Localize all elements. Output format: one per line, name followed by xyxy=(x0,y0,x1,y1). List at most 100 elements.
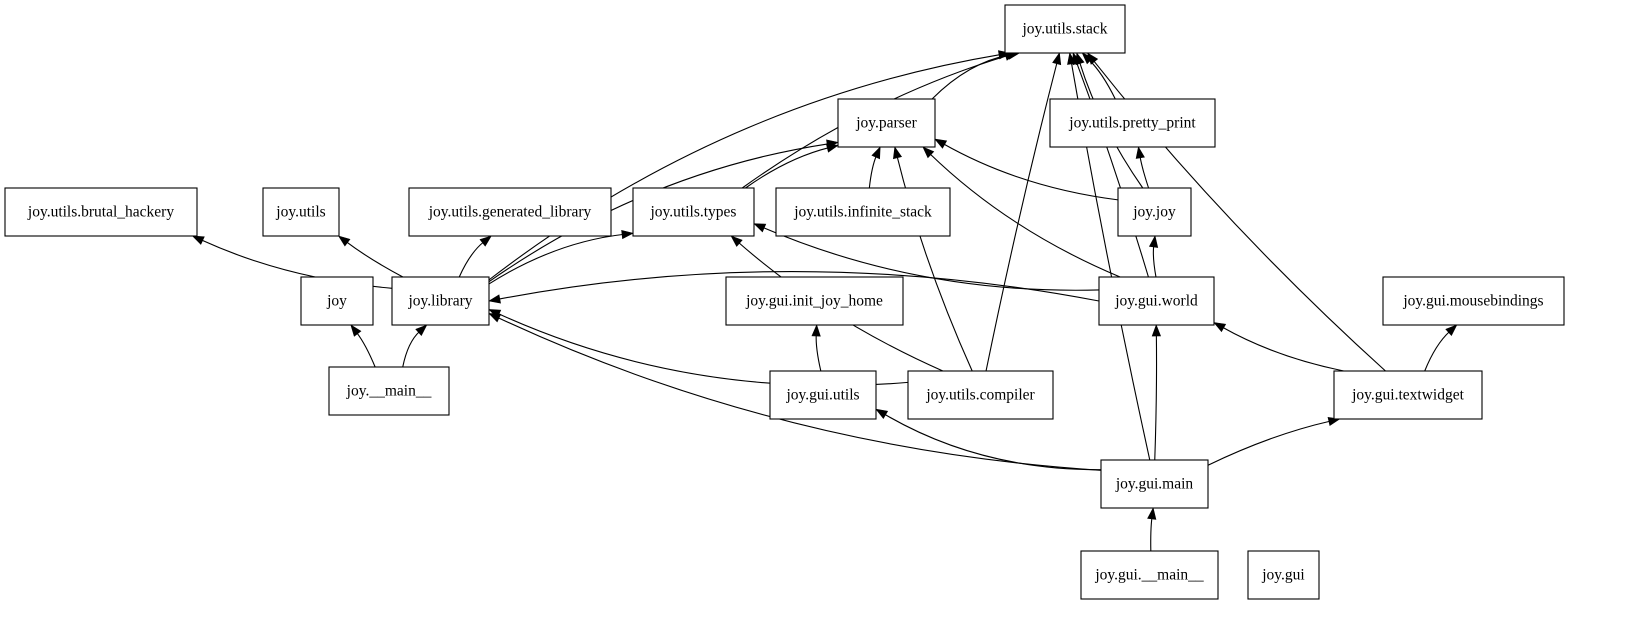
node-box-gui_world[interactable] xyxy=(1098,276,1215,326)
node-label-utils_pretty_print: joy.utils.pretty_print xyxy=(1068,115,1196,132)
edge-arrowhead xyxy=(488,313,502,323)
node-box-main_mod[interactable] xyxy=(328,366,450,416)
node-box-gui_textwidget[interactable] xyxy=(1333,370,1483,420)
node-utils_pretty_print[interactable]: joy.utils.pretty_print xyxy=(1049,98,1216,148)
node-box-joy_pkg[interactable] xyxy=(300,276,374,326)
edges-layer xyxy=(191,50,1458,552)
edge-gui_utils-to-gui_init_joy_home xyxy=(815,334,822,372)
edge-arrowhead xyxy=(415,324,428,336)
edge-arrowhead xyxy=(1067,52,1077,65)
node-label-gui_textwidget: joy.gui.textwidget xyxy=(1351,387,1464,404)
node-box-utils_infinite[interactable] xyxy=(775,187,951,237)
node-label-gui_utils: joy.gui.utils xyxy=(785,387,859,404)
edge-arrowhead xyxy=(922,146,935,159)
edge-arrowhead xyxy=(1052,52,1062,66)
node-utils[interactable]: joy.utils xyxy=(262,187,340,237)
node-gui_pkg[interactable]: joy.gui xyxy=(1247,550,1320,600)
node-box-gui_init_joy_home[interactable] xyxy=(725,276,904,326)
node-utils_stack[interactable]: joy.utils.stack xyxy=(1004,4,1126,54)
edge-gui_textwidget-to-gui_world xyxy=(1221,326,1344,372)
node-utils_brutal[interactable]: joy.utils.brutal_hackery xyxy=(4,187,198,237)
node-box-gui_main_mod[interactable] xyxy=(1080,550,1219,600)
edge-arrowhead xyxy=(621,229,634,240)
node-box-utils_brutal[interactable] xyxy=(4,187,198,237)
edge-arrowhead xyxy=(1135,146,1145,159)
edge-utils_compiler-to-utils_stack xyxy=(985,62,1058,372)
node-label-gui_main: joy.gui.main xyxy=(1115,476,1194,493)
edge-library-to-utils xyxy=(345,241,404,278)
node-box-parser[interactable] xyxy=(837,98,936,148)
node-label-utils_generated: joy.utils.generated_library xyxy=(428,204,592,221)
node-box-gui_utils[interactable] xyxy=(769,370,877,420)
edge-arrowhead xyxy=(934,138,948,149)
node-box-gui_pkg[interactable] xyxy=(1247,550,1320,600)
node-box-utils_generated[interactable] xyxy=(408,187,612,237)
node-joy_joy[interactable]: joy.joy xyxy=(1117,187,1192,237)
node-box-joy_joy[interactable] xyxy=(1117,187,1192,237)
edge-gui_world-to-library xyxy=(498,271,1100,302)
edge-arrowhead xyxy=(1148,235,1159,248)
node-library[interactable]: joy.library xyxy=(391,276,490,326)
edge-arrowhead xyxy=(753,223,767,233)
node-gui_world[interactable]: joy.gui.world xyxy=(1098,276,1215,326)
edge-utils_types-to-parser xyxy=(745,147,829,189)
edge-gui_main_mod-to-gui_main xyxy=(1150,517,1153,552)
edge-arrowhead xyxy=(479,235,492,247)
node-joy_pkg[interactable]: joy xyxy=(300,276,374,326)
edge-arrowhead xyxy=(871,146,881,160)
edge-arrowhead xyxy=(1445,324,1458,337)
edge-gui_main-to-gui_textwidget xyxy=(1207,420,1331,466)
edge-main_mod-to-library xyxy=(402,330,421,368)
node-utils_generated[interactable]: joy.utils.generated_library xyxy=(408,187,612,237)
node-label-utils_compiler: joy.utils.compiler xyxy=(925,387,1035,404)
edge-joy_joy-to-utils_pretty_print xyxy=(1139,156,1150,189)
edge-parser-to-utils_stack xyxy=(931,54,1011,100)
node-label-joy_pkg: joy xyxy=(326,293,347,310)
node-box-utils_types[interactable] xyxy=(632,187,755,237)
edge-arrowhead xyxy=(730,235,743,247)
node-label-gui_world: joy.gui.world xyxy=(1114,293,1198,310)
edge-arrowhead xyxy=(337,235,351,247)
edge-arrowhead xyxy=(1086,52,1099,65)
edge-arrowhead xyxy=(1213,322,1227,333)
node-label-library: joy.library xyxy=(408,293,473,310)
node-parser[interactable]: joy.parser xyxy=(837,98,936,148)
node-box-utils_pretty_print[interactable] xyxy=(1049,98,1216,148)
node-gui_main[interactable]: joy.gui.main xyxy=(1100,459,1209,509)
node-label-joy_joy: joy.joy xyxy=(1132,204,1176,221)
node-box-gui_main[interactable] xyxy=(1100,459,1209,509)
edge-arrowhead xyxy=(1151,324,1162,337)
edge-arrowhead xyxy=(811,324,821,337)
node-gui_textwidget[interactable]: joy.gui.textwidget xyxy=(1333,370,1483,420)
node-gui_init_joy_home[interactable]: joy.gui.init_joy_home xyxy=(725,276,904,326)
node-gui_main_mod[interactable]: joy.gui.__main__ xyxy=(1080,550,1219,600)
edge-main_mod-to-joy_pkg xyxy=(356,332,376,368)
node-box-utils[interactable] xyxy=(262,187,340,237)
node-utils_compiler[interactable]: joy.utils.compiler xyxy=(907,370,1054,420)
edge-utils_infinite-to-parser xyxy=(868,155,877,189)
edge-arrowhead xyxy=(875,408,889,419)
node-utils_infinite[interactable]: joy.utils.infinite_stack xyxy=(775,187,951,237)
edge-joy_joy-to-parser xyxy=(942,143,1119,201)
node-label-parser: joy.parser xyxy=(855,115,917,132)
node-box-library[interactable] xyxy=(391,276,490,326)
node-label-gui_init_joy_home: joy.gui.init_joy_home xyxy=(745,293,883,310)
edge-arrowhead xyxy=(893,146,903,160)
node-box-utils_stack[interactable] xyxy=(1004,4,1126,54)
edge-gui_main-to-gui_utils xyxy=(883,413,1102,471)
edge-arrowhead xyxy=(825,143,839,153)
node-label-main_mod: joy.__main__ xyxy=(346,383,432,400)
edge-library-to-utils_generated xyxy=(458,241,485,278)
node-gui_utils[interactable]: joy.gui.utils xyxy=(769,370,877,420)
edge-arrowhead xyxy=(488,294,501,304)
node-gui_mousebindings[interactable]: joy.gui.mousebindings xyxy=(1382,276,1565,326)
node-main_mod[interactable]: joy.__main__ xyxy=(328,366,450,416)
node-box-gui_mousebindings[interactable] xyxy=(1382,276,1565,326)
node-label-gui_mousebindings: joy.gui.mousebindings xyxy=(1402,293,1543,310)
node-label-utils_types: joy.utils.types xyxy=(650,204,737,221)
edge-gui_world-to-parser xyxy=(929,153,1121,278)
node-utils_types[interactable]: joy.utils.types xyxy=(632,187,755,237)
node-box-utils_compiler[interactable] xyxy=(907,370,1054,420)
